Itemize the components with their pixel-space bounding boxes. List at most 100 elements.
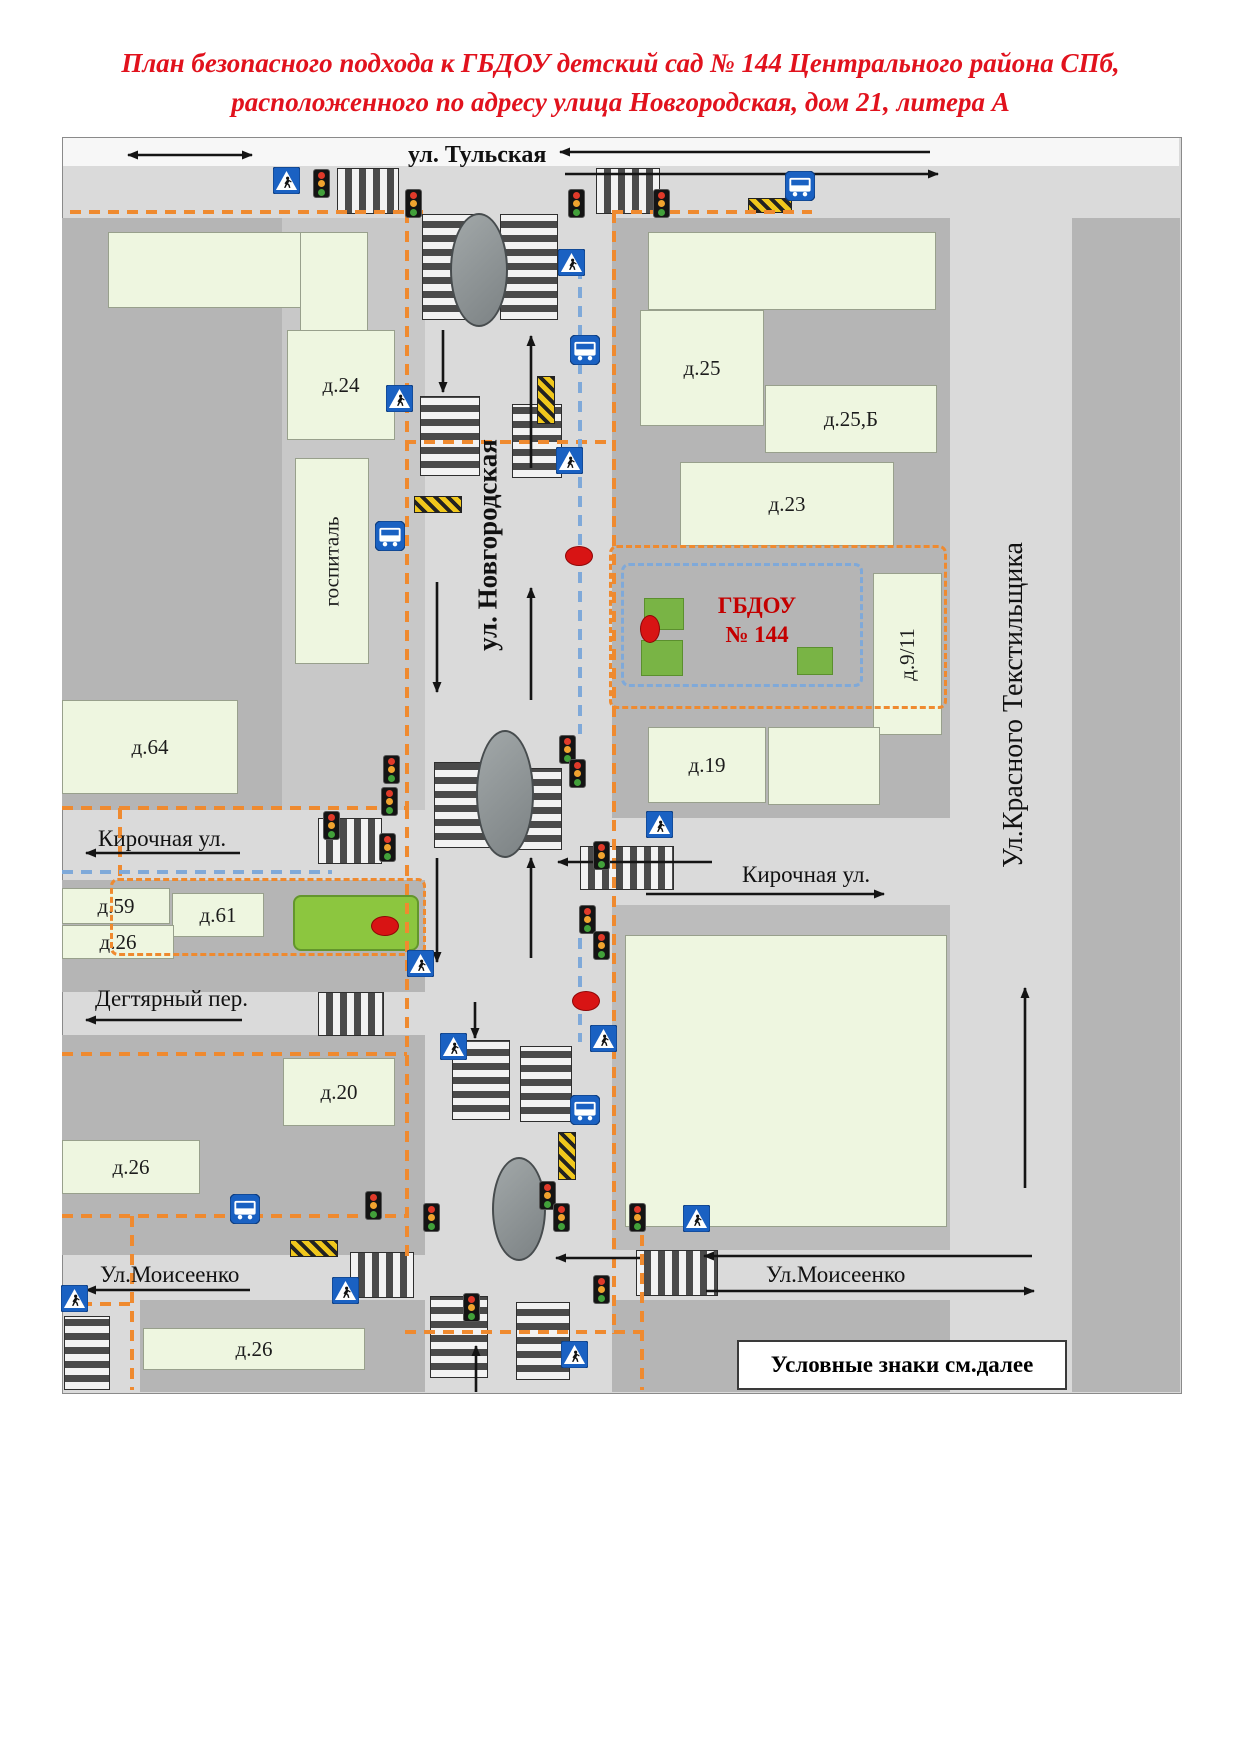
crosswalk-sign-icon: [385, 384, 414, 413]
city-block: [1072, 218, 1180, 1392]
page-title: План безопасного подхода к ГБДОУ детский…: [0, 44, 1241, 122]
crosswalk-sign-icon: [406, 949, 435, 978]
building-label: д.61: [199, 902, 237, 927]
building-label: д.59: [97, 893, 135, 918]
zebra-crossing: [350, 1252, 414, 1298]
route-orange-segment: [118, 808, 122, 882]
traffic-light-icon: [323, 811, 340, 840]
building-label: д.25: [683, 355, 721, 380]
route-blue-segment: [578, 938, 582, 1042]
traffic-light-icon: [405, 189, 422, 218]
boulevard-oval: [476, 730, 534, 858]
traffic-light-icon: [381, 787, 398, 816]
traffic-light-icon: [365, 1191, 382, 1220]
route-orange-loop: [609, 545, 947, 709]
building: д.26: [62, 1140, 200, 1194]
building: д.20: [283, 1058, 395, 1126]
traffic-light-icon: [313, 169, 330, 198]
route-blue-loop: [621, 563, 863, 687]
building: д.25,Б: [765, 385, 937, 453]
title-line2: расположенного по адресу улица Новгородс…: [231, 87, 1010, 118]
building: д.64: [62, 700, 238, 794]
building: д.24: [287, 330, 395, 440]
building: [625, 935, 947, 1227]
building: д.59: [62, 888, 170, 924]
city-block: [63, 138, 1179, 166]
street-label-moiseenko-right: Ул.Моисеенко: [766, 1262, 906, 1287]
building-label: д.26: [235, 1336, 273, 1361]
crosswalk-sign-icon: [331, 1276, 360, 1305]
green-area: [797, 647, 833, 675]
route-orange-segment: [640, 1216, 644, 1390]
traffic-light-icon: [379, 833, 396, 862]
kindergarten-label-line1: ГБДОУ: [717, 593, 797, 618]
route-orange-loop: [110, 878, 426, 956]
traffic-light-icon: [539, 1181, 556, 1210]
street-label-novgorodskaya: ул. Новгородская: [472, 439, 503, 651]
building-label: д.19: [688, 752, 726, 777]
building-label: д.26: [99, 929, 137, 954]
green-area: [641, 640, 683, 676]
crosswalk-sign-icon: [557, 248, 586, 277]
traffic-light-icon: [653, 189, 670, 218]
zebra-crossing: [500, 214, 558, 320]
danger-marker: [565, 546, 593, 566]
route-blue-segment: [62, 870, 332, 874]
building-label: д.25,Б: [823, 406, 879, 431]
bus-stop-hatch: [290, 1240, 338, 1257]
zebra-crossing: [64, 1316, 110, 1390]
route-blue-segment: [578, 268, 582, 734]
traffic-light-icon: [559, 735, 576, 764]
building: д.23: [680, 462, 894, 546]
building: д.26: [143, 1328, 365, 1370]
bus-stop-hatch: [558, 1132, 576, 1180]
bus-stop-sign-icon: [784, 170, 816, 202]
route-orange-segment: [70, 210, 430, 214]
route-orange-segment: [612, 212, 616, 1334]
bus-stop-sign-icon: [229, 1193, 261, 1225]
building: [108, 232, 302, 308]
crosswalk-sign-icon: [560, 1340, 589, 1369]
building: [648, 232, 936, 310]
crosswalk-sign-icon: [589, 1024, 618, 1053]
route-orange-segment: [405, 808, 409, 1258]
danger-marker: [640, 615, 660, 643]
traffic-light-icon: [569, 759, 586, 788]
street-label-degtyarny: Дегтярный пер.: [95, 986, 249, 1011]
zebra-crossing: [636, 1250, 718, 1296]
building-label: д.64: [131, 734, 169, 759]
route-orange-segment: [130, 1216, 134, 1390]
crosswalk-sign-icon: [645, 810, 674, 839]
crosswalk-sign-icon: [682, 1204, 711, 1233]
bus-stop-hatch: [414, 496, 462, 513]
building-label: д.20: [320, 1079, 358, 1104]
zebra-crossing: [596, 168, 660, 214]
boulevard-oval: [492, 1157, 546, 1261]
building-label: д.26: [112, 1154, 150, 1179]
building: д.25: [640, 310, 764, 426]
zebra-crossing: [337, 168, 399, 214]
traffic-light-icon: [463, 1293, 480, 1322]
traffic-light-icon: [593, 931, 610, 960]
street-label-krasnogo-tekstilshchika: Ул.Красного Текстильщика: [998, 542, 1029, 868]
crosswalk-sign-icon: [60, 1284, 89, 1313]
traffic-light-icon: [593, 841, 610, 870]
traffic-light-icon: [593, 1275, 610, 1304]
traffic-light-icon: [579, 905, 596, 934]
traffic-light-icon: [553, 1203, 570, 1232]
building-label: госпиталь: [319, 516, 344, 606]
kindergarten-label-line2: № 144: [725, 621, 789, 647]
building: [768, 727, 880, 805]
route-orange-segment: [62, 1302, 132, 1306]
street-label-kirochnaya-right: Кирочная ул.: [742, 862, 871, 887]
route-orange-segment: [405, 440, 615, 444]
street-label-moiseenko-left: Ул.Моисеенко: [100, 1262, 240, 1287]
route-orange-segment: [62, 1052, 407, 1056]
zebra-crossing: [318, 992, 384, 1036]
traffic-light-icon: [568, 189, 585, 218]
bus-stop-sign-icon: [569, 1094, 601, 1126]
bus-stop-sign-icon: [569, 334, 601, 366]
building-label: д.23: [768, 491, 806, 516]
legend-note: Условные знаки см.далее: [737, 1340, 1067, 1390]
